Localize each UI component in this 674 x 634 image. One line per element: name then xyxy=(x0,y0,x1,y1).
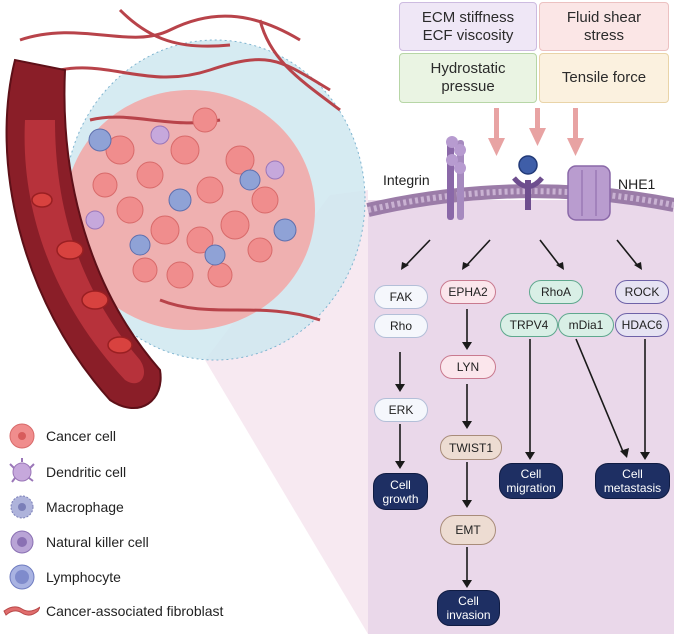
fibroblast-icon xyxy=(3,606,40,616)
legend-icons xyxy=(3,423,40,616)
signal-arrows xyxy=(399,239,646,582)
integrin-label: Integrin xyxy=(383,172,430,188)
legend-fibroblast: Cancer-associated fibroblast xyxy=(46,603,224,619)
legend-dendritic-cell: Dendritic cell xyxy=(46,464,127,480)
integrin-receptor xyxy=(446,136,466,220)
hydrostatic-pressure-box: Hydrostatic pressue xyxy=(399,53,537,103)
node-fak: FAK xyxy=(374,285,428,309)
outcome-cell-metastasis: Cell metastasis xyxy=(595,463,670,499)
node-rho: Rho xyxy=(374,314,428,338)
node-hdac6: HDAC6 xyxy=(615,313,669,337)
nhe1-label: NHE1 xyxy=(618,176,656,192)
node-emt: EMT xyxy=(440,515,496,545)
immune-cells xyxy=(88,128,297,266)
nhe1-channel xyxy=(567,165,611,221)
dendritic-cells xyxy=(85,125,285,230)
ecm-stiffness-box: ECM stiffness ECF viscosity xyxy=(399,2,537,51)
node-trpv4: TRPV4 xyxy=(500,313,558,337)
node-rock: ROCK xyxy=(615,280,669,304)
nk-cell-icon xyxy=(10,530,34,554)
outcome-cell-growth: Cell growth xyxy=(373,473,428,510)
lymphocyte-icon xyxy=(9,564,35,590)
legend-macrophage: Macrophage xyxy=(46,499,124,515)
node-erk: ERK xyxy=(374,398,428,422)
vessel-lumen xyxy=(24,120,145,384)
dendritic-cell-icon xyxy=(9,458,35,483)
force-arrows xyxy=(488,108,584,156)
mechanosensor-receptor xyxy=(512,155,544,210)
node-rhoa: RhoA xyxy=(529,280,583,304)
arrowheads xyxy=(395,262,650,588)
macrophage-icon xyxy=(10,495,34,519)
outcome-cell-invasion: Cell invasion xyxy=(437,590,500,626)
cancer-cell-icon xyxy=(9,423,35,449)
node-epha2: EPHA2 xyxy=(440,280,496,304)
cancer-cells xyxy=(92,107,279,289)
tensile-force-box: Tensile force xyxy=(539,53,669,103)
red-blood-cells xyxy=(31,192,133,354)
fluid-shear-box: Fluid shear stress xyxy=(539,2,669,51)
node-mdia1: mDia1 xyxy=(558,313,614,337)
legend-lymphocyte: Lymphocyte xyxy=(46,569,121,585)
cell-membrane xyxy=(366,184,674,217)
legend-cancer-cell: Cancer cell xyxy=(46,428,117,444)
node-lyn: LYN xyxy=(440,355,496,379)
node-twist1: TWIST1 xyxy=(440,435,502,460)
outcome-cell-migration: Cell migration xyxy=(499,463,563,499)
legend-nk-cell: Natural killer cell xyxy=(46,534,149,550)
